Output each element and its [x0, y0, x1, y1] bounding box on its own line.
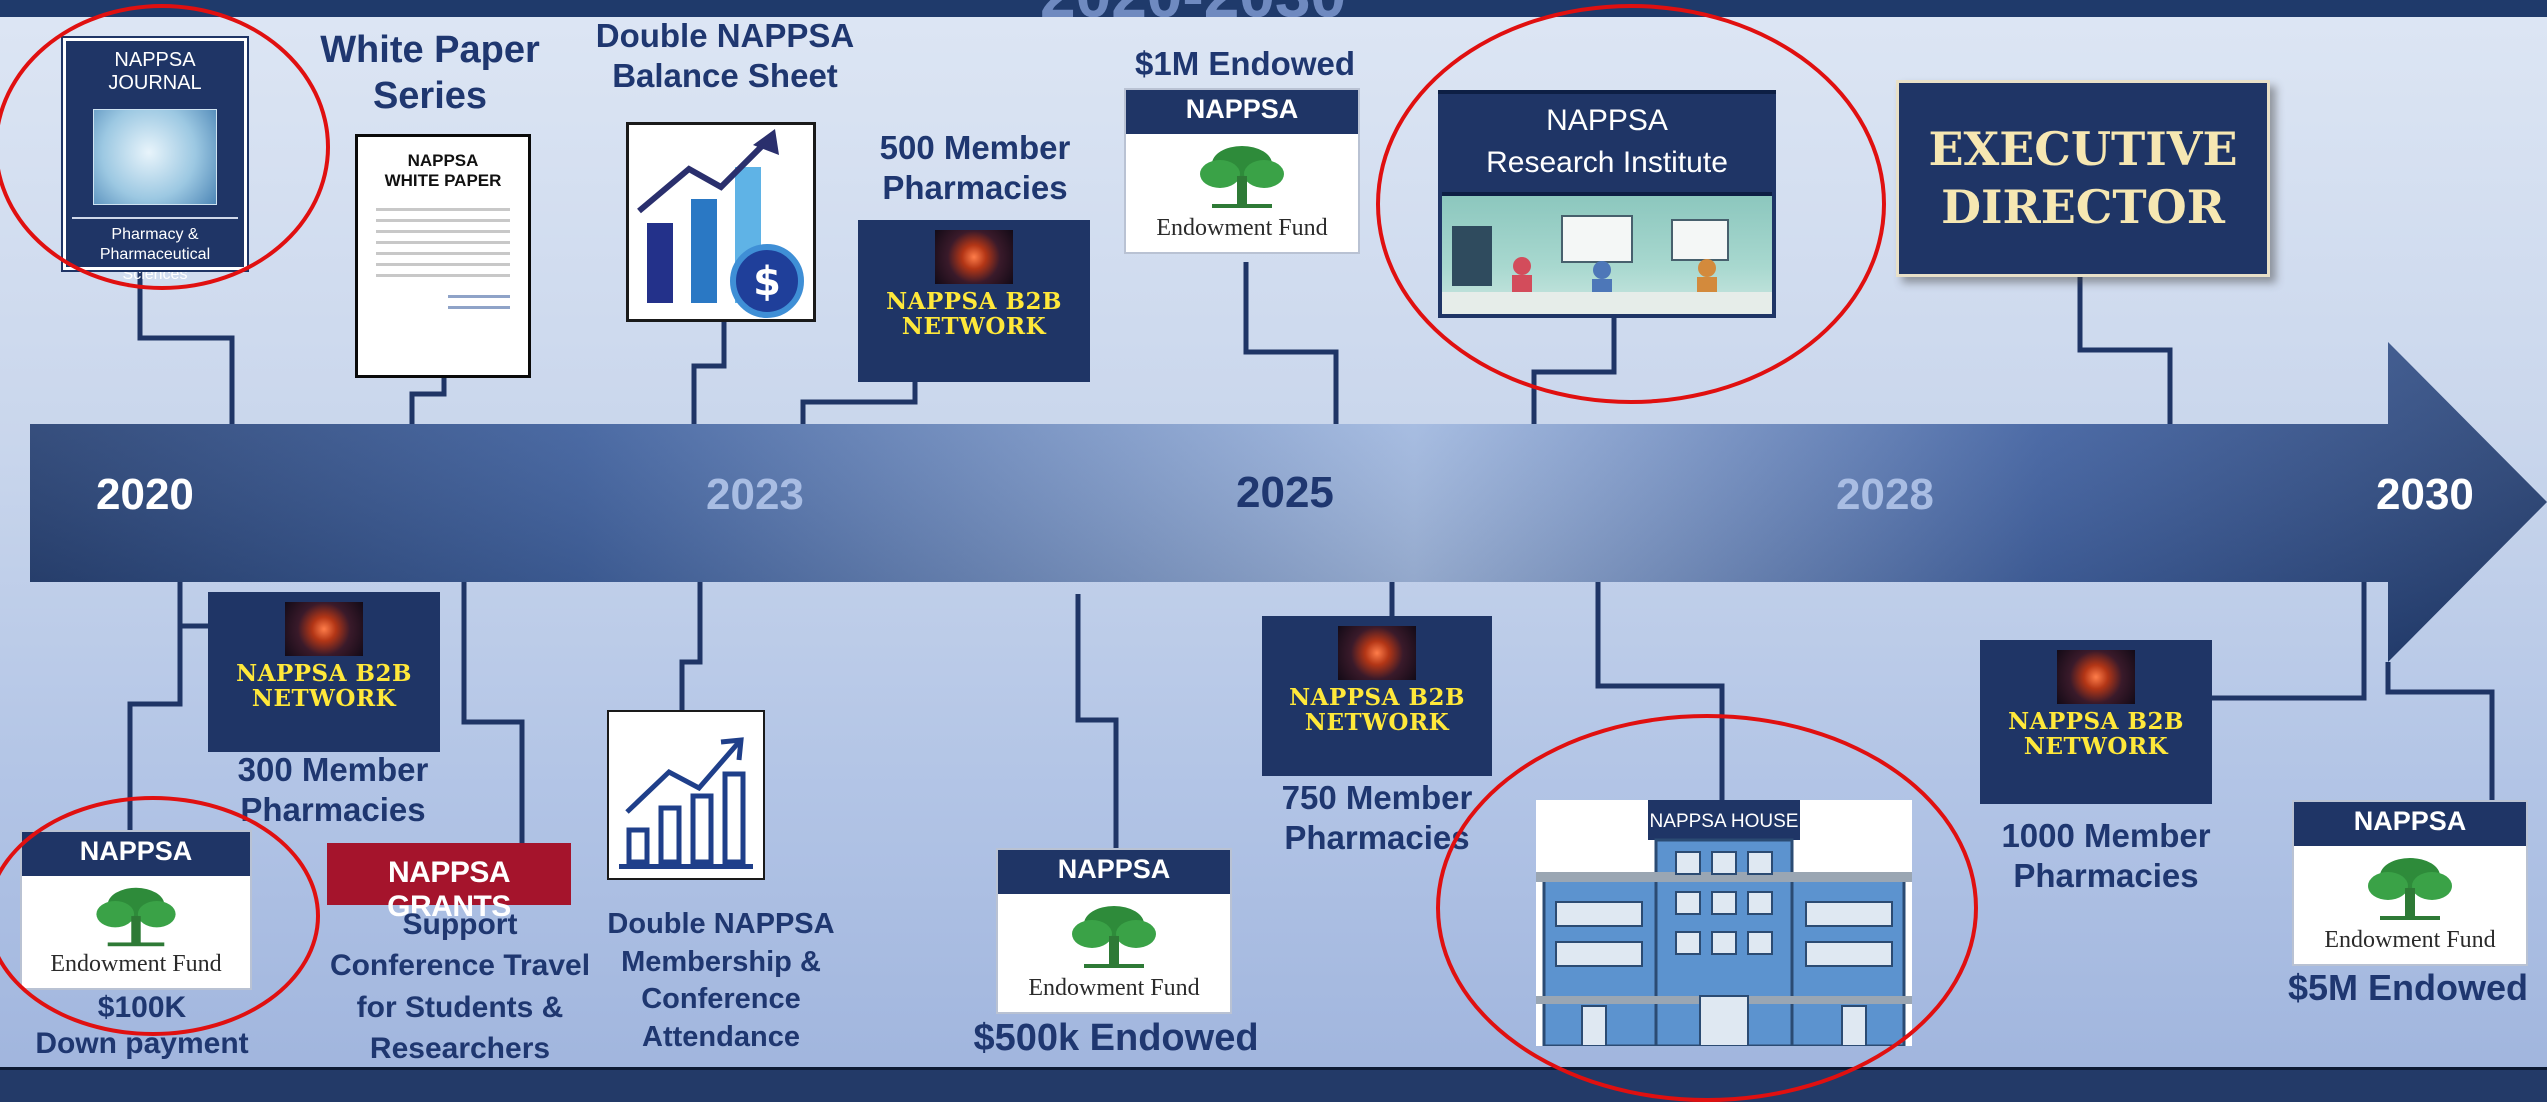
year-2030: 2030 [2376, 470, 2474, 519]
highlight-ring-house [1436, 714, 1978, 1102]
connector-balance-sheet [691, 322, 727, 424]
white-paper-label: White Paper Series [320, 29, 540, 117]
b2b-500-logo: NAPPSA B2B NETWORK [858, 220, 1090, 382]
connector-b2b-1000 [2212, 582, 2367, 701]
b2b-750-label: 750 Member Pharmacies [1281, 779, 1473, 856]
grants-label: Support Conference Travel for Students &… [329, 908, 591, 1066]
highlight-ring-journal [0, 4, 330, 290]
membership-label: Double NAPPSA Membership & Conference At… [607, 908, 835, 1054]
balance-sheet-chart-icon: $ [626, 122, 816, 322]
executive-line1: EXECUTIVE [1928, 122, 2238, 176]
b2b-300-label: 300 Member Pharmacies [237, 751, 429, 828]
tree-icon [1200, 146, 1284, 208]
endow-500k-label: $500k Endowed [973, 1017, 1259, 1059]
connector-endow-100k [127, 626, 183, 830]
growth-chart-icon [607, 710, 765, 880]
endowment-fund-500k-logo: NAPPSA Endowment Fund [996, 848, 1232, 1014]
connector-membership [679, 582, 703, 710]
fireworks-image [2057, 650, 2135, 704]
connector-endow-500k [1075, 594, 1119, 848]
b2b-500-label: 500 Member Pharmacies [879, 129, 1071, 206]
b2b-1000-label: 1000 Member Pharmacies [2001, 817, 2211, 894]
white-paper-cover: NAPPSA WHITE PAPER [355, 134, 531, 378]
endow-1m-label: $1M Endowed [1134, 45, 1356, 82]
highlight-ring-endow-100k [0, 796, 320, 1036]
grants-badge: NAPPSA GRANTS [327, 843, 571, 923]
fireworks-image [285, 602, 363, 656]
connector-grants [461, 582, 525, 843]
white-paper-cover-title: NAPPSA WHITE PAPER [384, 151, 502, 191]
endowment-fund-5m-logo: NAPPSA Endowment Fund [2292, 800, 2528, 966]
year-2028: 2028 [1836, 470, 1934, 519]
b2b-300-logo: NAPPSA B2B NETWORK [208, 592, 440, 752]
b2b-750-logo: NAPPSA B2B NETWORK [1262, 616, 1492, 776]
tree-icon [2368, 858, 2452, 920]
balance-sheet-label: Double NAPPSA Balance Sheet [595, 17, 855, 94]
connector-executive [2077, 277, 2173, 424]
bottom-bar [0, 1067, 2547, 1102]
year-2023: 2023 [706, 470, 804, 519]
top-title-bar: 2020-2030 [0, 0, 2547, 17]
connector-b2b-300 [177, 582, 208, 629]
svg-text:$: $ [753, 259, 781, 305]
endow-5m-label: $5M Endowed [2287, 967, 2529, 1008]
highlight-ring-research [1376, 4, 1886, 404]
executive-director-box: EXECUTIVE DIRECTOR [1896, 80, 2270, 277]
b2b-1000-logo: NAPPSA B2B NETWORK [1980, 640, 2212, 804]
endowment-fund-1m-logo: NAPPSA Endowment Fund [1124, 88, 1360, 254]
executive-line2: DIRECTOR [1941, 179, 2225, 234]
connector-white-paper [409, 378, 447, 424]
fireworks-image [935, 230, 1013, 284]
year-2025: 2025 [1236, 468, 1334, 517]
connector-journal [137, 272, 235, 424]
fireworks-image [1338, 626, 1416, 680]
page-title: 2020-2030 [1040, 0, 1346, 17]
connector-endow-1m [1243, 262, 1339, 424]
connector-b2b-500 [800, 380, 918, 424]
tree-icon [1072, 906, 1156, 968]
connector-endow-5m [2385, 662, 2495, 800]
year-2020: 2020 [96, 470, 194, 519]
